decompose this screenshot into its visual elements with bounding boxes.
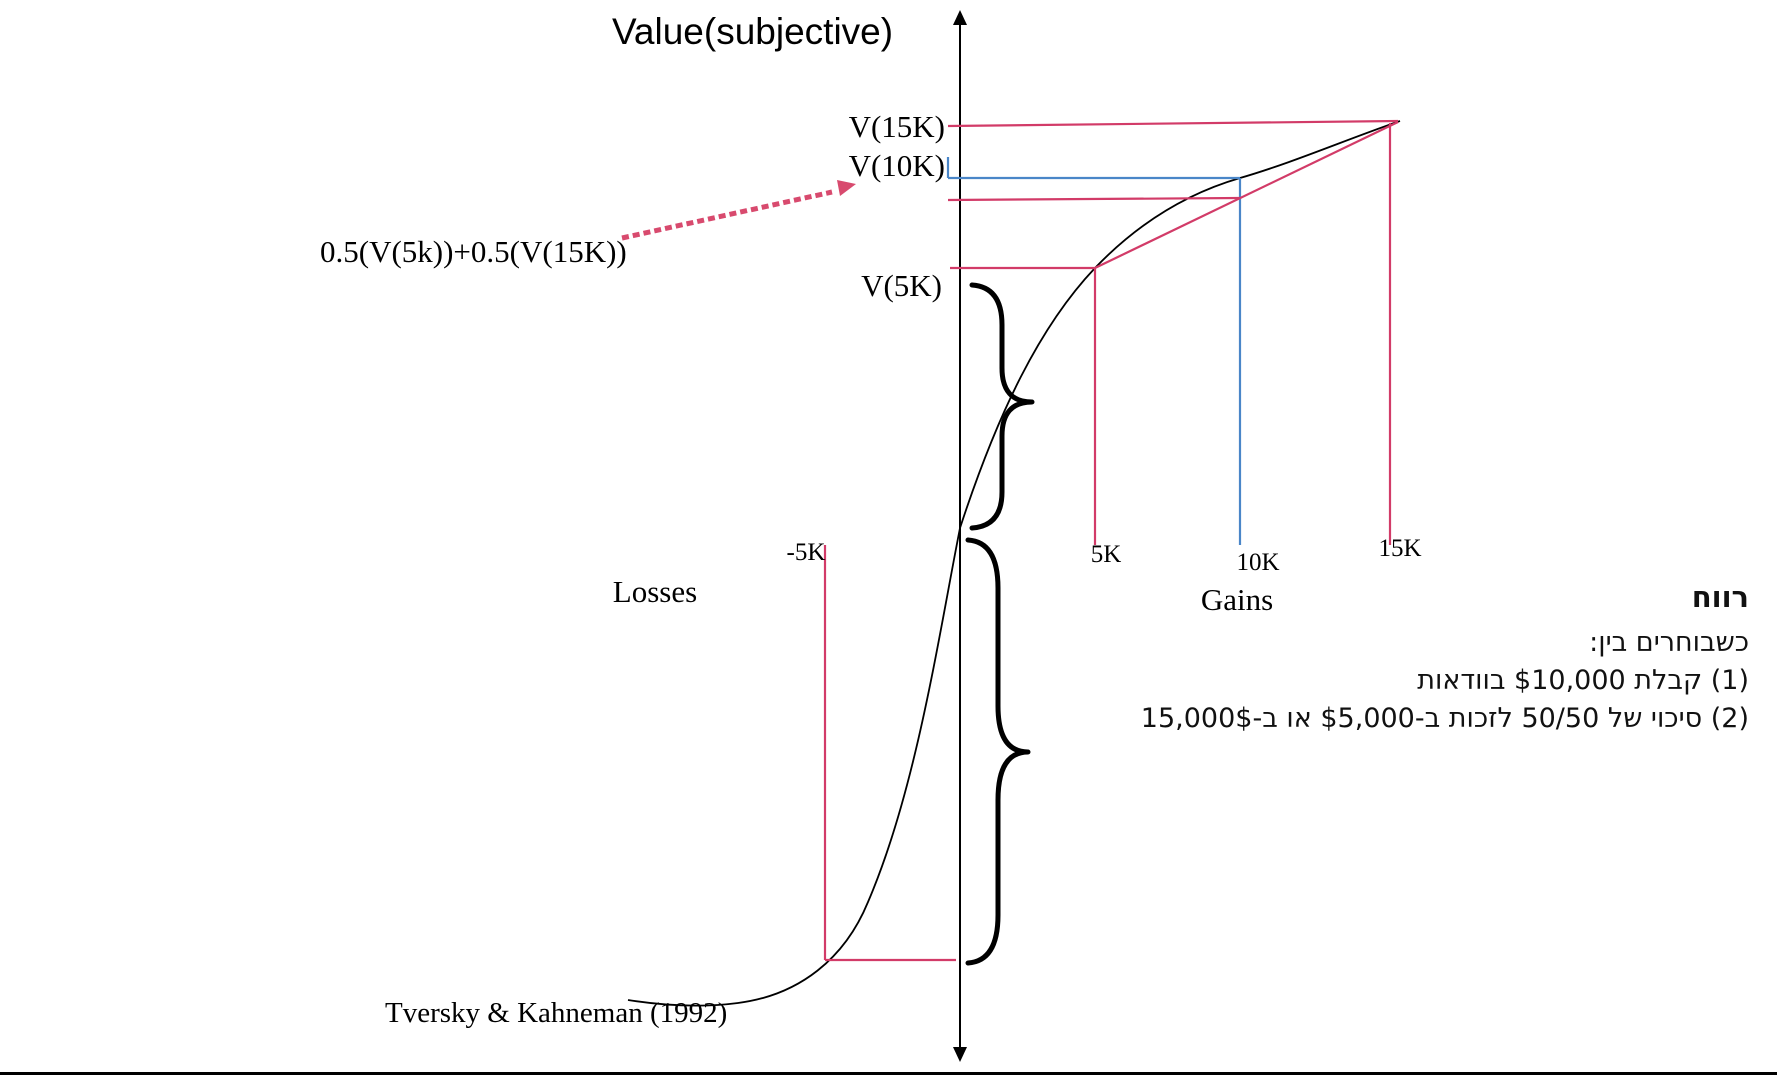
expected-value-arrow-shaft xyxy=(621,189,833,241)
expected-value-horizontal-line xyxy=(947,196,1241,202)
losses-label: Losses xyxy=(613,574,697,609)
v10k-label: V(10K) xyxy=(849,148,945,183)
v15k-label: V(15K) xyxy=(849,109,945,144)
hebrew-annotation: רווח כשבוחרים בין: (1) קבלת $10,000 בווד… xyxy=(769,580,1749,738)
tick-15k: 15K xyxy=(1378,535,1421,562)
value-curve-losses xyxy=(627,527,961,1007)
tick-minus-5k: -5K xyxy=(787,539,826,566)
tick-10k: 10K xyxy=(1236,549,1279,576)
v5k-label: V(5K) xyxy=(861,268,942,303)
loss-magnitude-brace xyxy=(965,537,1031,966)
v15k-horizontal-line xyxy=(947,119,1399,128)
value-curve-gains xyxy=(959,120,1401,529)
hebrew-heading: רווח xyxy=(1691,580,1749,614)
gamble-chord-line xyxy=(1094,121,1399,269)
hebrew-option-2: (2) סיכוי של 50/50 לזכות ב-$5,000 או ב-1… xyxy=(1140,703,1749,734)
hebrew-option-1: (1) קבלת $10,000 בוודאות xyxy=(1417,665,1749,696)
axis-arrow-down-icon xyxy=(953,1047,967,1062)
citation-label: Tversky & Kahneman (1992) xyxy=(385,997,727,1029)
expected-value-arrowhead-icon xyxy=(837,180,856,196)
hebrew-intro-line: כשבוחרים בין: xyxy=(1589,627,1749,658)
axis-arrow-up-icon xyxy=(953,10,967,25)
y-axis-title: Value(subjective) xyxy=(612,11,893,52)
tick-5k: 5K xyxy=(1091,541,1122,568)
gain-magnitude-brace xyxy=(969,282,1035,531)
expected-value-label: 0.5(V(5k))+0.5(V(15K)) xyxy=(320,234,627,269)
gains-label: Gains xyxy=(1201,582,1273,617)
